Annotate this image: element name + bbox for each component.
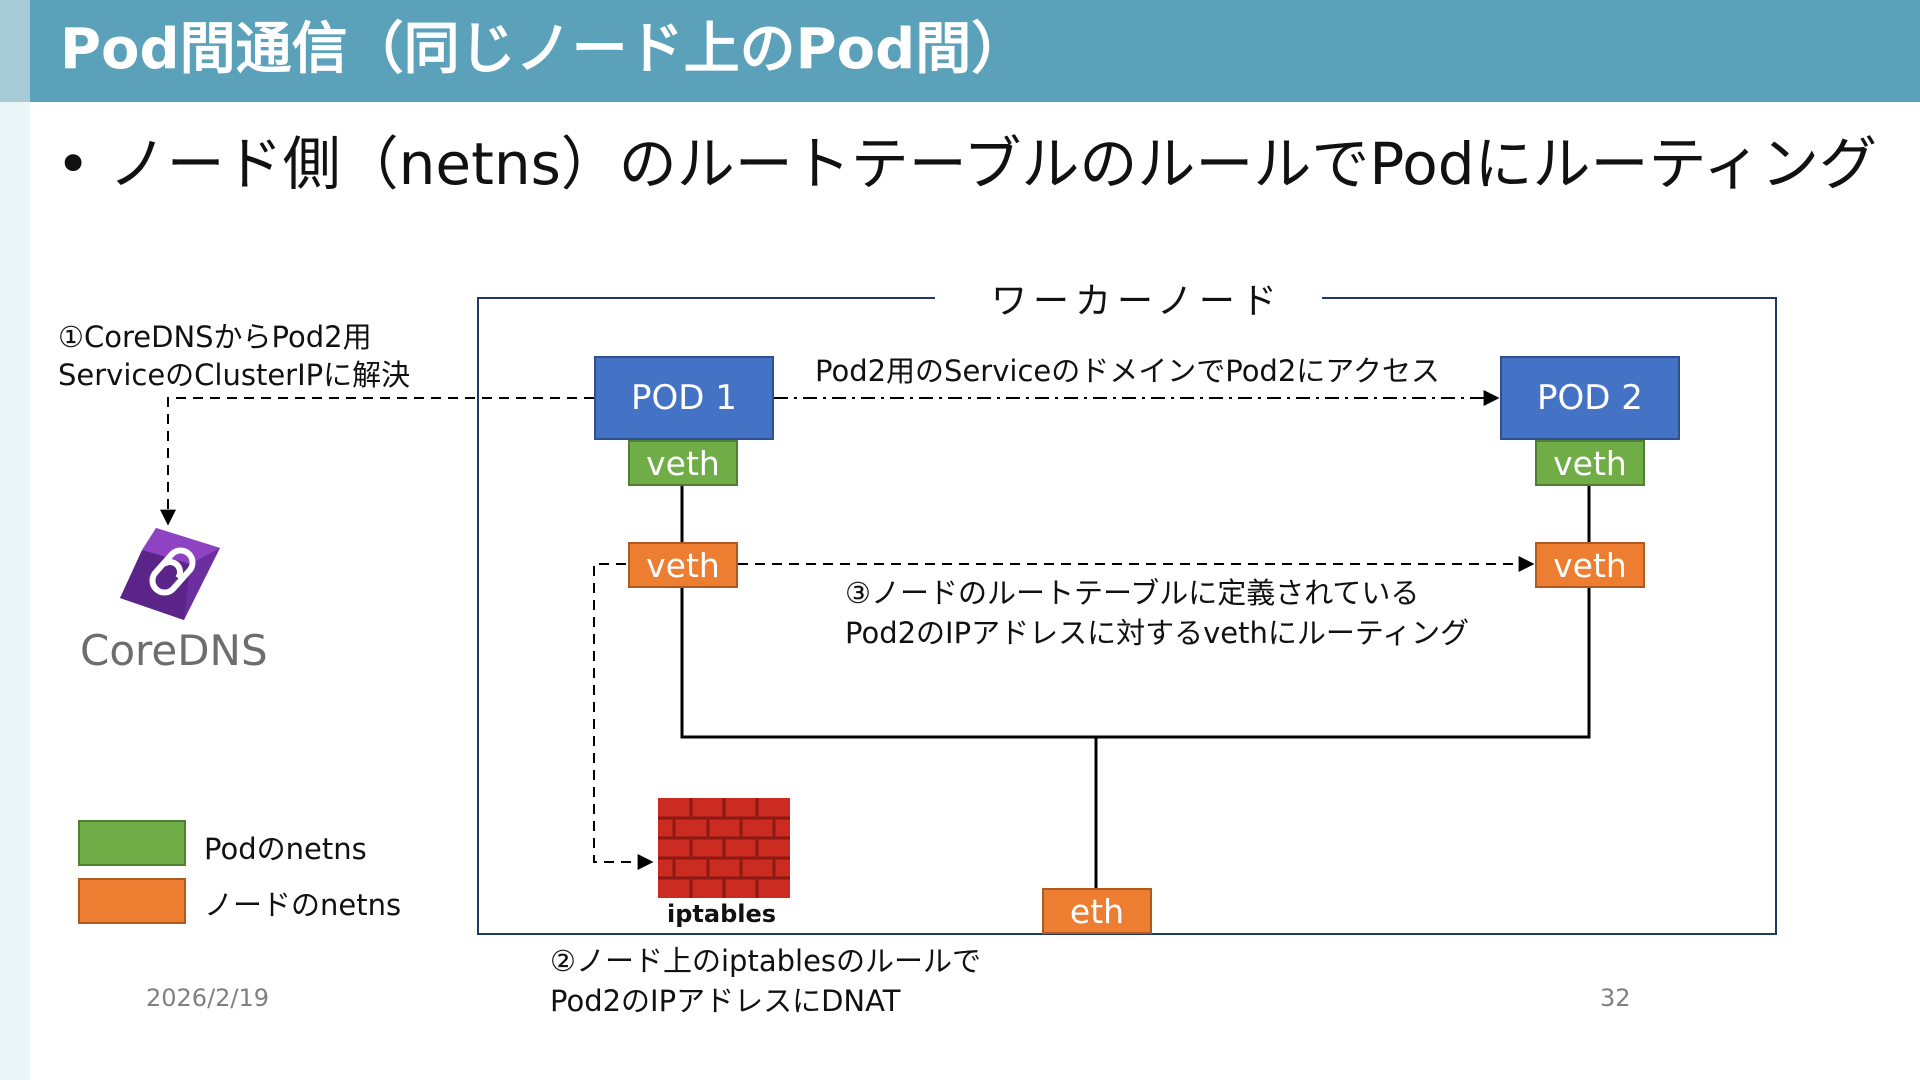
coredns-logo-icon xyxy=(120,528,220,620)
eth-label: eth xyxy=(1069,891,1125,931)
slide-title: Pod間通信（同じノード上のPod間） xyxy=(60,17,1028,82)
service-access-note: Pod2用のServiceのドメインでPod2にアクセス xyxy=(815,354,1440,388)
bridge-line xyxy=(680,586,1591,739)
node-eth-box: eth xyxy=(1042,888,1152,934)
pod1-veth-pod-label: veth xyxy=(646,443,720,483)
slide-page-number: 32 xyxy=(1600,984,1631,1012)
coredns-query-arrow xyxy=(160,397,594,526)
firewall-icon xyxy=(658,798,790,898)
legend-label-pod-netns: Podのnetns xyxy=(204,832,367,866)
coredns-label: CoreDNS xyxy=(80,626,268,675)
pod2-veth-node-label: veth xyxy=(1553,545,1627,585)
slide-bullet: • ノード側（netns）のルートテーブルのルールでPodにルーティング xyxy=(56,130,1878,198)
pod1-veth-node-label: veth xyxy=(646,545,720,585)
title-bar xyxy=(30,0,1920,102)
pod1-label: POD 1 xyxy=(631,378,737,418)
slide-date: 2026/2/19 xyxy=(146,984,270,1012)
step3-note-line2: Pod2のIPアドレスに対するvethにルーティング xyxy=(845,616,1470,650)
pod2-veth-node-netns: veth xyxy=(1535,542,1645,588)
pod2-box: POD 2 xyxy=(1500,356,1680,440)
pod1-veth-node-netns: veth xyxy=(628,542,738,588)
step3-note-line1: ③ノードのルートテーブルに定義されている xyxy=(845,576,1420,610)
left-accent-stripe xyxy=(0,0,30,1080)
worker-node-label: ワーカーノード xyxy=(975,272,1299,324)
pod2-veth-pod-label: veth xyxy=(1553,443,1627,483)
iptables-label: iptables xyxy=(667,900,777,928)
pod2-veth-pod-netns: veth xyxy=(1535,440,1645,486)
step2-note-line2: Pod2のIPアドレスにDNAT xyxy=(550,984,901,1018)
step1-note-line1: ①CoreDNSからPod2用 xyxy=(58,320,372,354)
legend-label-node-netns: ノードのnetns xyxy=(204,888,402,922)
legend-swatch-pod-netns xyxy=(78,820,186,866)
dnat-arrow xyxy=(593,563,654,870)
step1-note-line2: ServiceのClusterIPに解決 xyxy=(58,358,411,392)
worker-node-frame xyxy=(477,297,1777,935)
legend-swatch-node-netns xyxy=(78,878,186,924)
pod2-label: POD 2 xyxy=(1537,378,1643,418)
left-accent-stripe-top xyxy=(0,0,30,102)
step2-note-line1: ②ノード上のiptablesのルールで xyxy=(550,944,982,978)
pod1-box: POD 1 xyxy=(594,356,774,440)
pod1-veth-pod-netns: veth xyxy=(628,440,738,486)
